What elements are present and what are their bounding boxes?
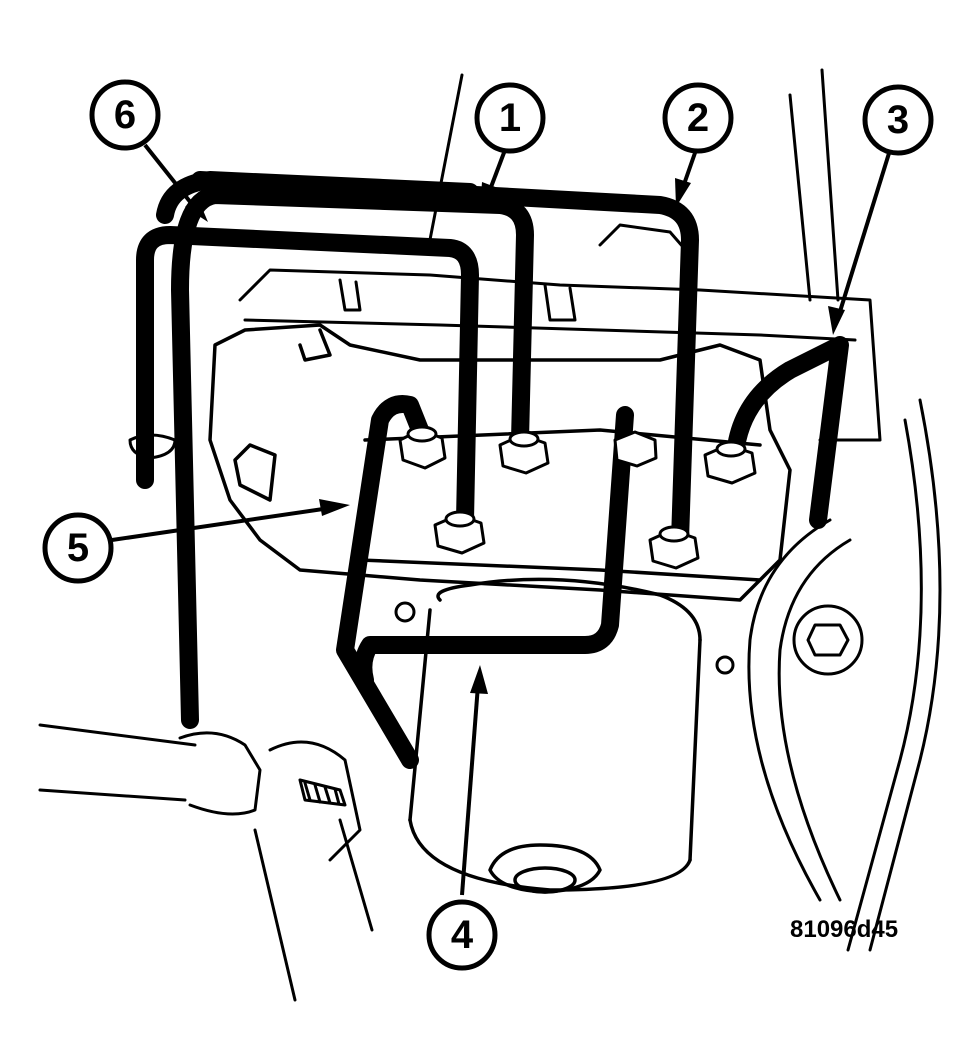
fitting-nut <box>433 510 486 555</box>
mounting-bolt <box>792 604 864 676</box>
callout-2-number: 2 <box>687 96 709 140</box>
leader-lines <box>111 143 892 896</box>
leader-arrow-2 <box>675 149 698 207</box>
callout-1-number: 1 <box>499 96 521 140</box>
figure-id-label: 81096d45 <box>790 916 898 943</box>
callout-6: 6 <box>89 79 161 151</box>
fitting-nut <box>648 525 700 570</box>
callout-2: 2 <box>662 82 734 154</box>
leader-arrow-6 <box>143 143 208 222</box>
leader-arrow-3 <box>828 149 892 335</box>
leader-arrow-4 <box>460 665 488 896</box>
callout-4: 4 <box>426 899 498 971</box>
callout-1: 1 <box>474 82 546 154</box>
callout-5: 5 <box>42 512 114 584</box>
leader-arrow-5 <box>111 499 350 542</box>
mounting-bracket <box>238 223 882 442</box>
tube-fittings <box>398 425 757 570</box>
callout-5-number: 5 <box>67 526 89 570</box>
tie-rod-and-stud <box>38 723 362 862</box>
pump-motor <box>408 577 702 894</box>
hcu-valve-body <box>208 323 792 602</box>
callout-6-number: 6 <box>114 93 136 137</box>
body-holes <box>394 601 735 675</box>
fitting-nut <box>498 430 550 475</box>
fitting-nut <box>703 440 757 485</box>
fitting-nut <box>613 430 658 468</box>
leader-arrow-1 <box>480 149 507 210</box>
vehicle-frame-lines <box>253 68 942 1002</box>
callout-4-number: 4 <box>451 913 474 957</box>
callout-3-number: 3 <box>887 98 909 142</box>
fitting-nut <box>398 425 447 470</box>
callout-3: 3 <box>862 84 934 156</box>
